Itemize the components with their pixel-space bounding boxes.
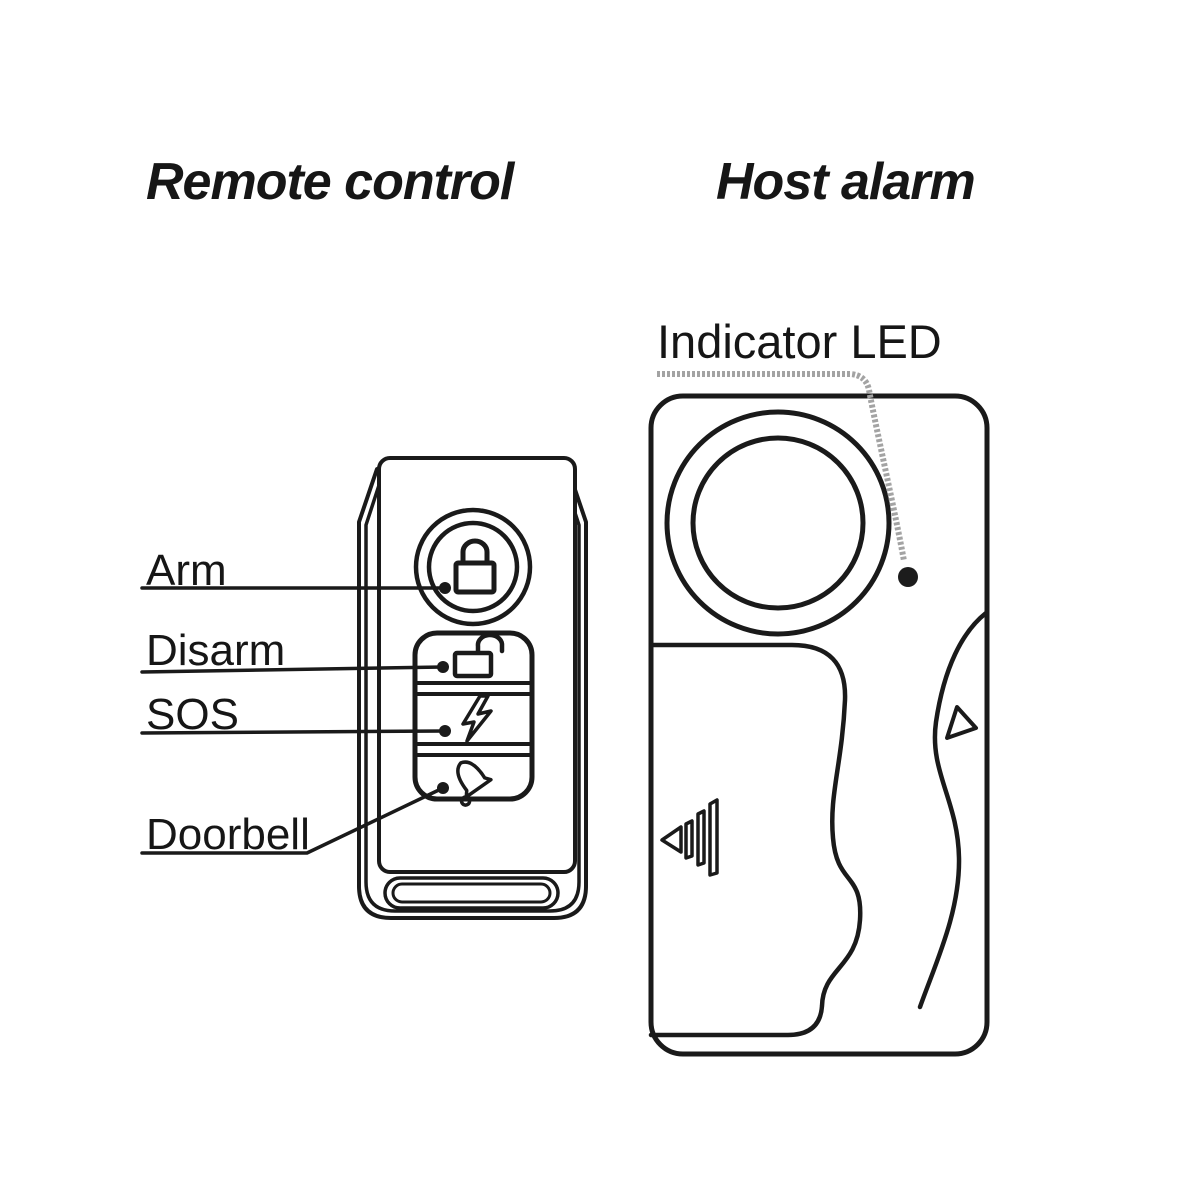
indicator-led-label: Indicator LED: [657, 315, 942, 368]
panel-seam-curve: [648, 642, 863, 1038]
speaker-rings-icon: [664, 409, 892, 637]
host-body: [648, 393, 990, 1057]
disarm-leader: [140, 665, 445, 674]
arm-button: [413, 507, 533, 627]
sos-leader-dot: [439, 725, 451, 737]
arm-button-inner-ring: [426, 520, 520, 614]
host-alarm-device: [648, 393, 990, 1057]
doorbell-leader-dot: [437, 782, 449, 794]
doorbell-bell-icon: [456, 760, 493, 807]
sos-lightning-icon: [461, 694, 493, 743]
remote-button-group: [412, 630, 535, 807]
slide-open-icon: [660, 798, 719, 877]
indicator-led-dot: [898, 567, 918, 587]
button-group-outline: [412, 630, 535, 802]
remote-control-device: [357, 456, 588, 920]
sos-label: SOS: [146, 690, 239, 739]
arm-lock-icon: [453, 538, 497, 595]
remote-slot-inner: [391, 882, 552, 904]
disarm-unlock-icon: [452, 632, 505, 679]
disarm-label: Disarm: [146, 626, 286, 675]
host-alarm-title: Host alarm: [716, 153, 976, 211]
slide-direction-icon: [945, 705, 978, 740]
arm-label: Arm: [146, 546, 227, 595]
arm-leader-dot: [439, 582, 451, 594]
doorbell-label: Doorbell: [146, 810, 310, 859]
sos-leader: [140, 729, 447, 735]
side-wave-curve: [917, 610, 989, 1010]
doorbell-leader: [140, 786, 445, 855]
indicator-led-leader: [657, 371, 907, 562]
leader-lines: [140, 371, 907, 855]
remote-control-title: Remote control: [146, 153, 514, 211]
disarm-leader-dot: [437, 661, 449, 673]
arm-button-outer-ring: [413, 507, 533, 627]
